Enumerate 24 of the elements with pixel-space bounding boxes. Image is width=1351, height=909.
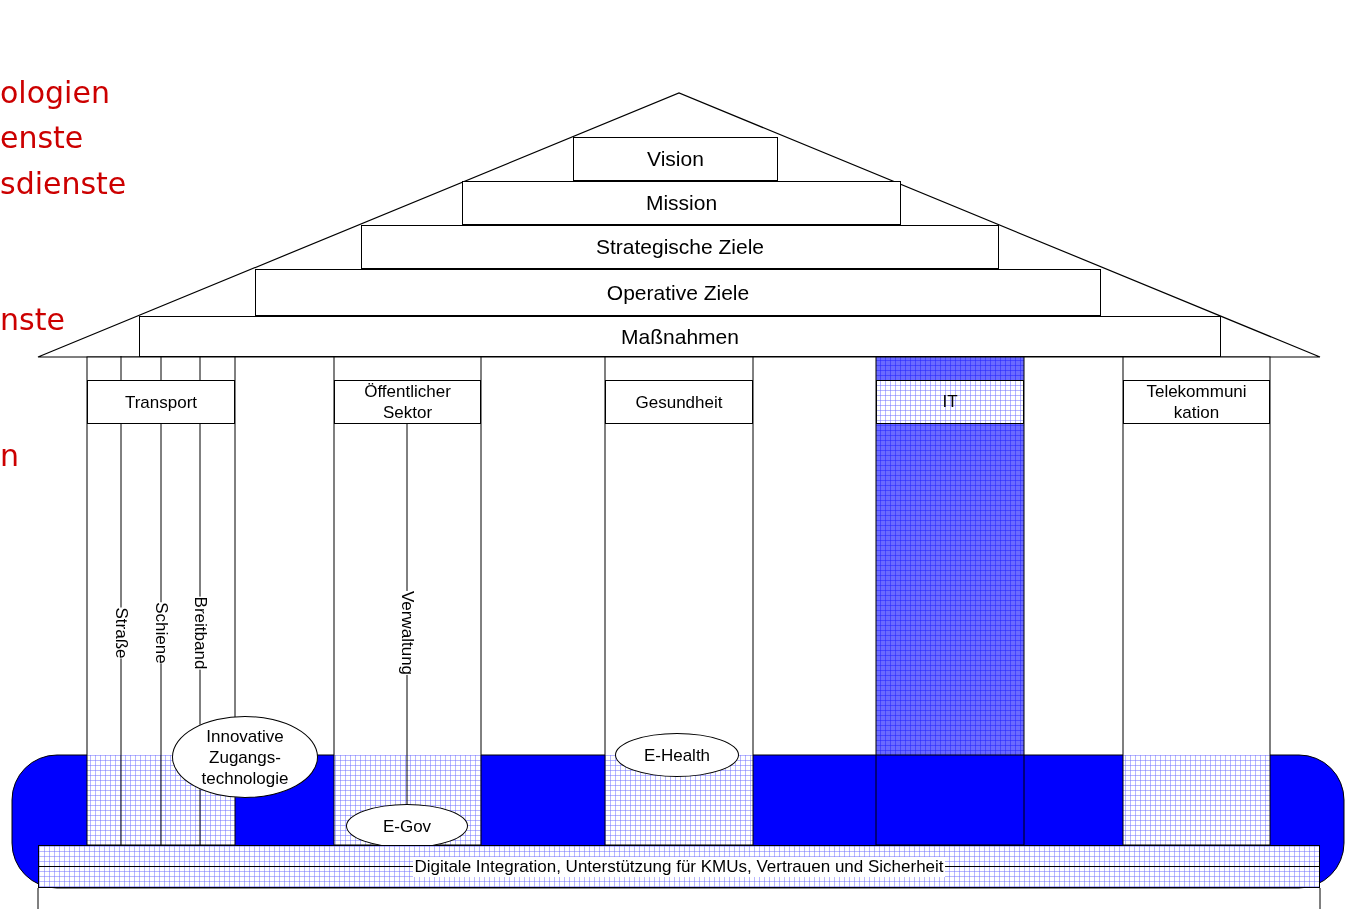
list-text: n — [0, 438, 19, 474]
list-text: nste — [0, 302, 65, 338]
goal-box: Operative Ziele — [255, 269, 1101, 316]
edge-label: Verwaltung — [398, 590, 416, 676]
foundation-bar — [38, 845, 1320, 888]
connector-line — [160, 355, 162, 382]
pillar-header: Telekommuni kation — [1123, 380, 1270, 424]
connector-line — [120, 355, 122, 382]
goal-box: Strategische Ziele — [361, 225, 999, 269]
mission-box: Mission — [462, 181, 901, 225]
pillar-header: Öffentlicher Sektor — [334, 380, 481, 424]
pillar-header: Gesundheit — [605, 380, 753, 424]
connector-line — [199, 788, 201, 847]
list-text: enste — [0, 120, 84, 156]
vision-box: Vision — [573, 137, 778, 181]
measures-box: Maßnahmen — [139, 316, 1221, 357]
list-text: ologien — [0, 75, 110, 111]
foundation-text: Digitale Integration, Unterstützung für KMUs, Vertrauen und Sicherheit — [413, 856, 945, 877]
connector-line — [120, 422, 122, 847]
pillar-header: IT — [876, 380, 1024, 424]
connector-line — [199, 355, 201, 382]
pillar-header: Transport — [87, 380, 235, 424]
list-text: sdienste — [0, 166, 127, 202]
connector-line — [160, 422, 162, 847]
